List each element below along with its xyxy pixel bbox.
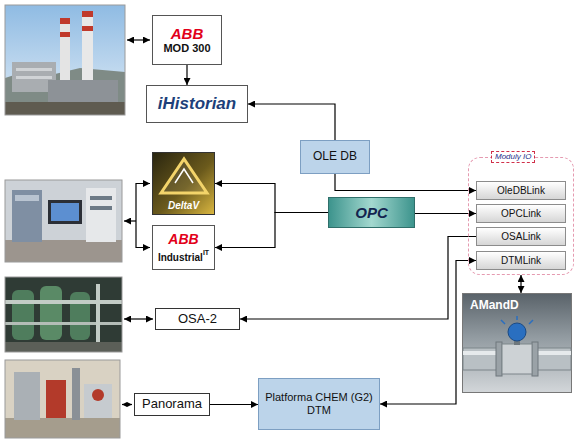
- control-room-photo: [48, 200, 82, 224]
- osa2-box: OSA-2: [155, 308, 240, 330]
- flowmeter-body: [502, 344, 532, 374]
- pipe-flange: [532, 342, 538, 376]
- node-label: iHistorian: [158, 94, 236, 114]
- power-plant-photo: [16, 76, 52, 79]
- connector-arrow: [215, 184, 328, 213]
- io-link-box: OleDBLink: [476, 181, 566, 200]
- historian-logo-box: iHistorian: [146, 85, 248, 123]
- process-hall-photo: [5, 277, 122, 352]
- panorama-box: Panorama: [134, 393, 210, 416]
- power-plant-photo: [82, 11, 93, 88]
- power-plant-photo: [60, 18, 70, 88]
- control-room-photo: [15, 195, 39, 201]
- sensor-rays: [501, 316, 533, 324]
- ole-db-box: OLE DB: [300, 140, 370, 174]
- photo-link-arrows: [127, 39, 150, 40]
- node-label: IT: [203, 249, 209, 256]
- connector-arrow: [186, 65, 187, 85]
- io-link-box: DTMLink: [476, 251, 566, 270]
- node-label: OPCLink: [501, 208, 541, 220]
- node-label: Industrial: [158, 252, 203, 263]
- power-plant-photo: [16, 68, 52, 71]
- io-link-box: OSALink: [476, 227, 566, 246]
- laboratory-photo: [46, 380, 66, 418]
- node-label: ABB: [171, 25, 204, 42]
- connector-arrow: [240, 237, 476, 320]
- control-room-photo: [12, 190, 42, 242]
- process-hall-photo: [96, 284, 100, 352]
- abb-industrialit-box: ABB IndustrialIT: [152, 225, 215, 270]
- control-room-photo: [5, 240, 122, 262]
- laboratory-photo: [5, 418, 120, 438]
- process-hall-photo: [40, 286, 62, 340]
- process-hall-photo: [5, 277, 122, 352]
- power-plant-photo: [5, 5, 125, 115]
- power-plant-photo: [82, 26, 93, 31]
- connector-arrow: [210, 404, 258, 405]
- flowmeter-sensor: [508, 323, 526, 341]
- node-label: OSALink: [501, 231, 540, 243]
- process-hall-photo: [5, 300, 122, 304]
- chem-platform-box: Platforma CHEM (G2) DTM: [258, 378, 380, 430]
- node-label: OLE DB: [313, 150, 357, 164]
- power-plant-photo: [5, 5, 125, 115]
- laboratory-photo: [92, 389, 104, 401]
- amandd-panel: AMandD: [462, 293, 572, 393]
- control-room-photo: [90, 196, 112, 200]
- control-room-photo: [5, 180, 122, 262]
- control-room-photo: [5, 180, 122, 262]
- photo-link-arrows: [136, 184, 150, 248]
- process-hall-photo: [5, 342, 122, 352]
- node-label: Platforma CHEM (G2) DTM: [263, 391, 375, 416]
- process-hall-photo: [12, 290, 34, 340]
- node-label: AMandD: [470, 299, 519, 313]
- node-label: Panorama: [142, 397, 202, 412]
- io-modules-group: Moduly IOOleDBLinkOPCLinkOSALinkDTMLink: [468, 157, 574, 275]
- laboratory-photo: [5, 360, 120, 438]
- laboratory-photo: [5, 360, 120, 438]
- power-plant-photo: [82, 11, 93, 17]
- connector-arrow: [335, 174, 476, 191]
- process-hall-photo: [5, 277, 122, 352]
- process-hall-photo: [5, 322, 122, 325]
- connector-arrow: [415, 213, 476, 214]
- connector-arrow: [248, 104, 335, 140]
- control-room-photo: [86, 188, 116, 242]
- deltav-triangle-logo: [175, 169, 193, 183]
- control-room-photo: [51, 203, 79, 221]
- abb-mod300-box: ABBMOD 300: [152, 15, 222, 65]
- laboratory-photo: [5, 360, 120, 438]
- node-label: DTMLink: [501, 255, 541, 267]
- control-room-photo: [5, 180, 122, 262]
- control-room-photo: [90, 206, 112, 210]
- node-label: DeltaV: [168, 200, 199, 212]
- connector-arrow: [520, 275, 521, 293]
- node-label: MOD 300: [163, 42, 210, 55]
- power-plant-photo: [60, 18, 70, 24]
- laboratory-photo: [14, 372, 40, 420]
- io-link-box: OPCLink: [476, 204, 566, 223]
- connector-arrow: [215, 213, 328, 248]
- power-plant-photo: [48, 80, 118, 102]
- node-label: ABB: [153, 231, 214, 247]
- deltav-triangle-logo: [161, 159, 207, 193]
- pipe-flange: [496, 342, 502, 376]
- deltav-logo-box: DeltaV: [152, 152, 215, 215]
- opc-logo-box: OPC: [328, 197, 415, 228]
- power-plant-photo: [60, 32, 70, 37]
- photo-link-arrows: [124, 318, 153, 319]
- process-hall-photo: [70, 292, 90, 340]
- node-label: Moduly IO: [491, 151, 535, 163]
- laboratory-photo: [72, 368, 80, 420]
- node-label: OSA-2: [178, 312, 217, 327]
- node-label: OPC: [355, 204, 388, 221]
- power-plant-photo: [5, 5, 125, 115]
- power-plant-photo: [5, 102, 125, 115]
- photo-link-arrows: [124, 220, 136, 221]
- photo-link-arrows: [122, 404, 132, 405]
- laboratory-photo: [84, 384, 112, 418]
- node-label: OleDBLink: [497, 185, 545, 197]
